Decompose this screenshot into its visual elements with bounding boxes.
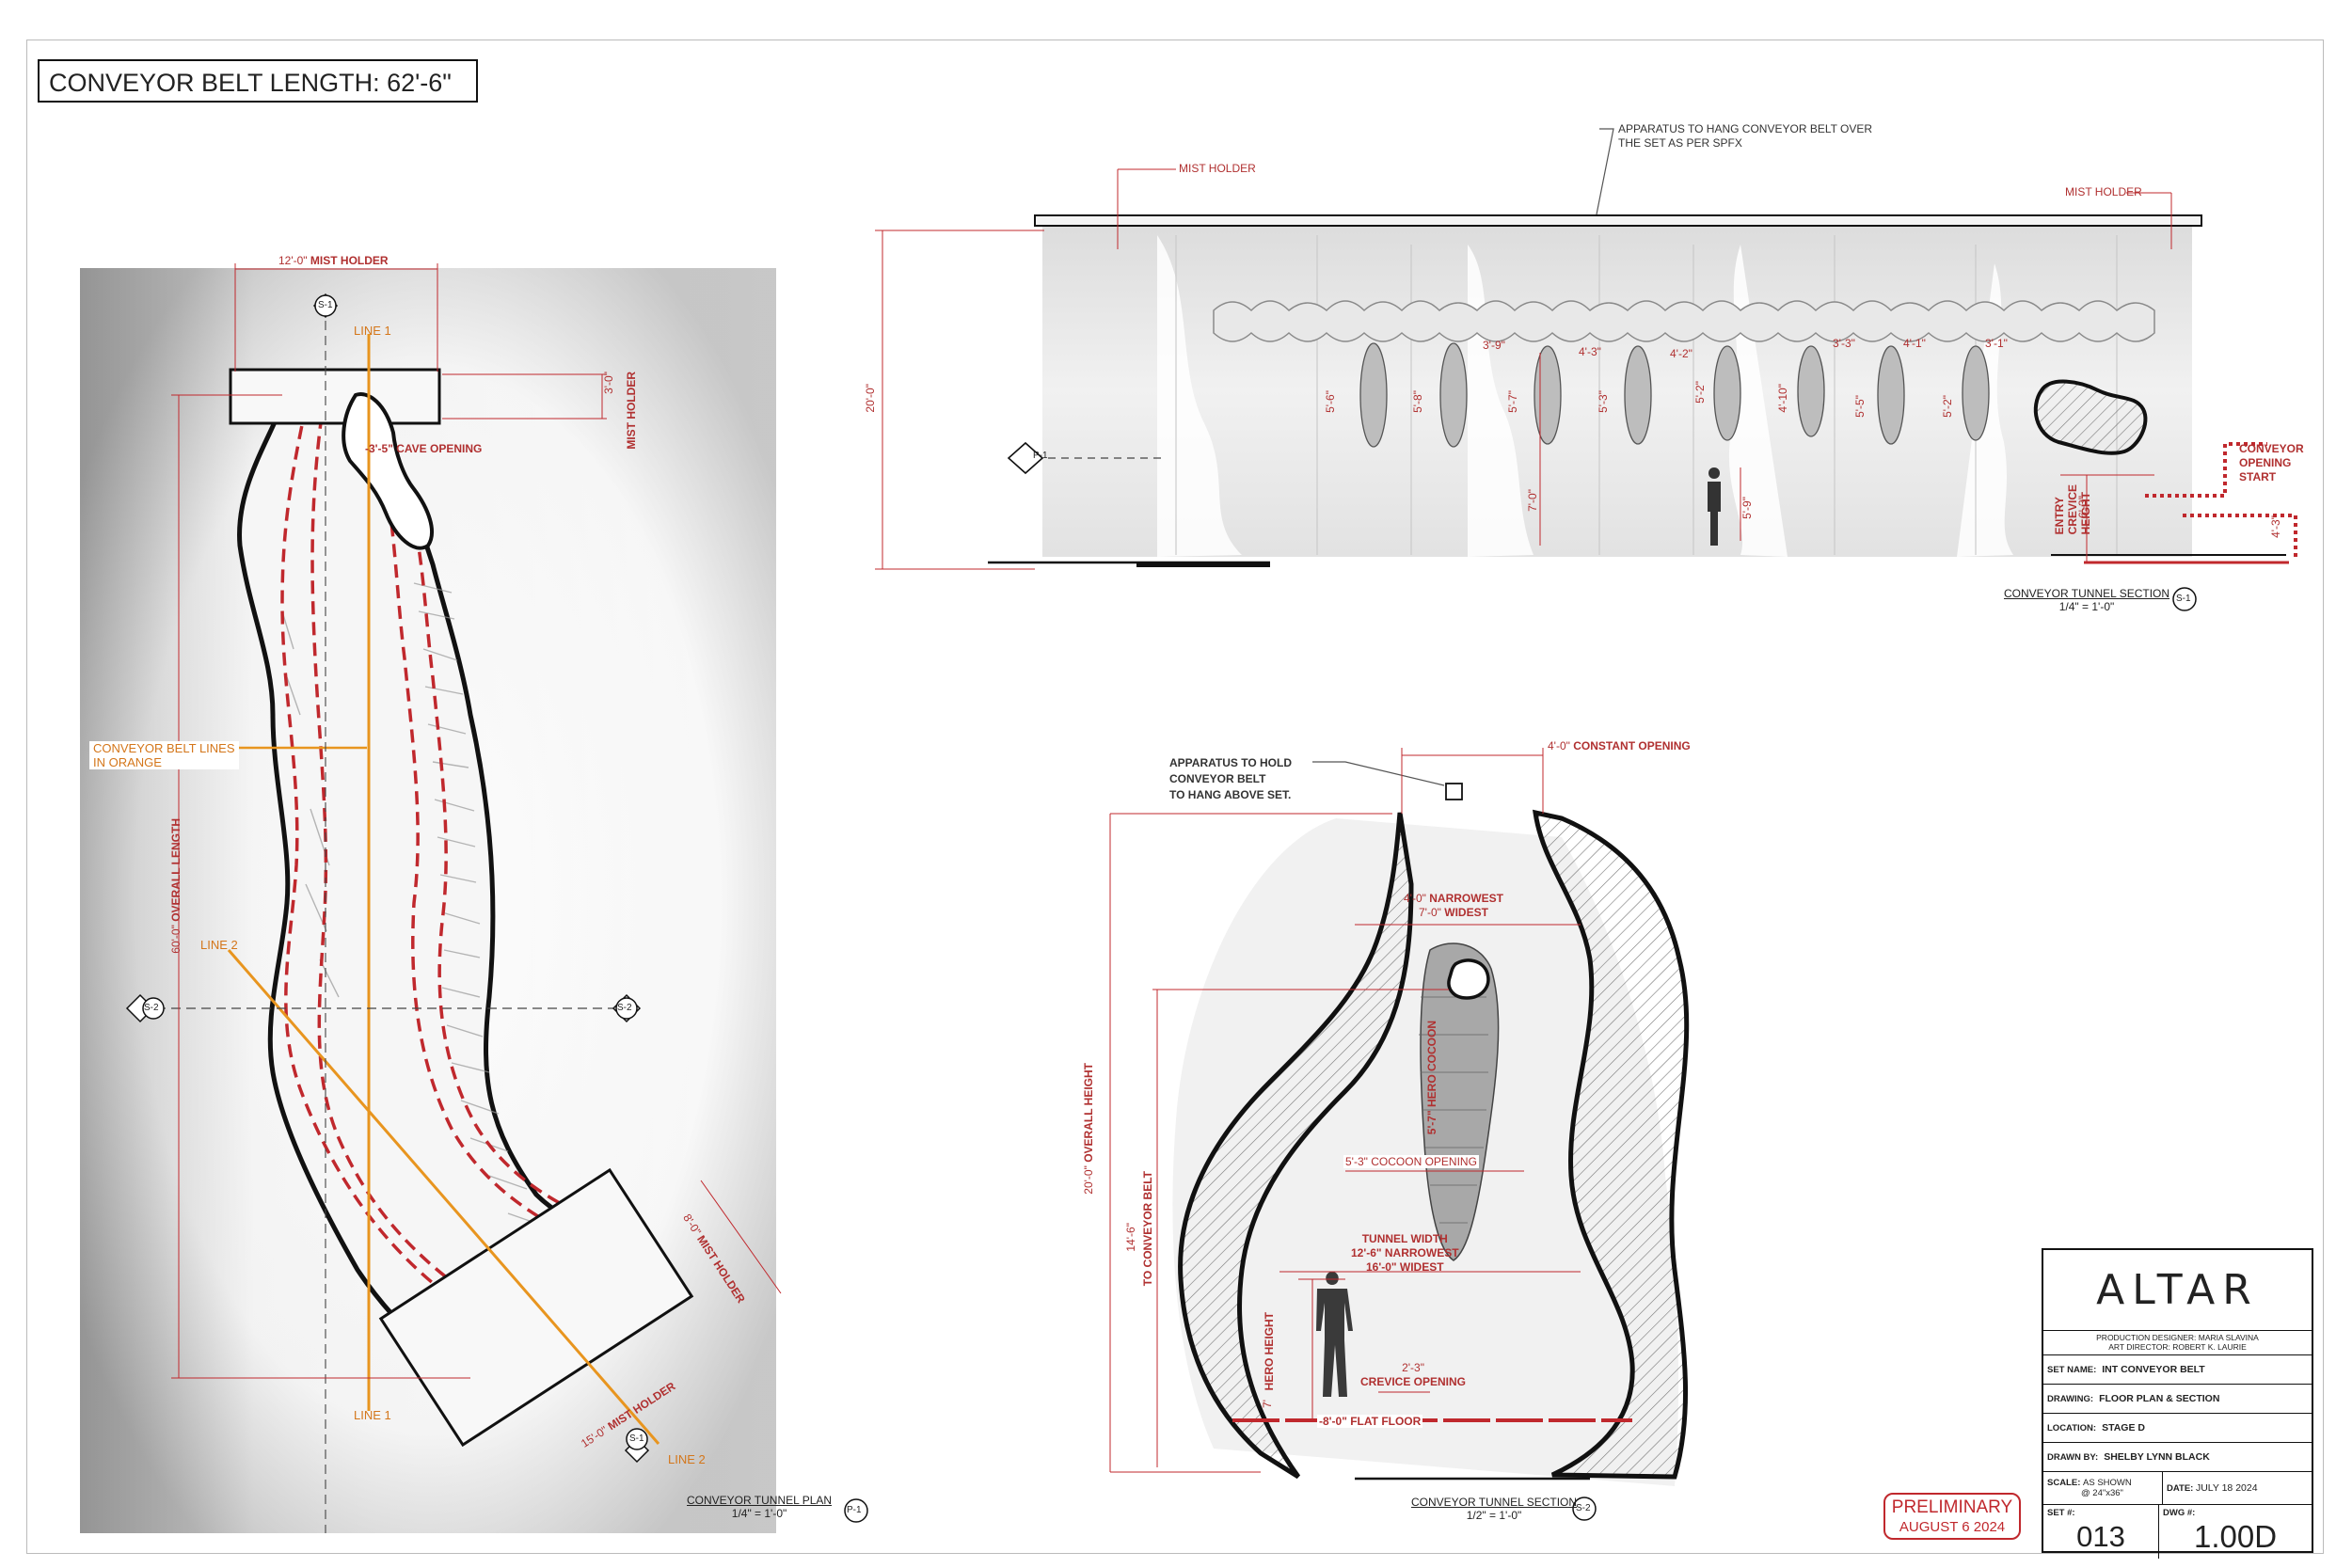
s2-flat-floor: -8'-0" FLAT FLOOR <box>1317 1415 1423 1428</box>
section-s2-cocoon-opening <box>1447 958 1490 1000</box>
plan-mist-holder-right-dim: 3'-0" <box>602 372 615 394</box>
s2-title: CONVEYOR TUNNEL SECTION 1/2" = 1'-0" <box>1411 1496 1578 1522</box>
section-s1-cocoons <box>1359 342 1990 448</box>
set-name-row: SET NAME:INT CONVEYOR BELT <box>2043 1354 2312 1384</box>
altar-logo: ALTAR <box>2096 1266 2259 1314</box>
plan-s1-tag-bottom: S-1 <box>629 1433 644 1444</box>
plan-line2 <box>227 949 660 1445</box>
s1-title: CONVEYOR TUNNEL SECTION 1/4" = 1'-0" <box>2004 587 2170 613</box>
s1-mist-right: MIST HOLDER <box>2065 185 2142 198</box>
section-s1-person <box>1708 467 1721 546</box>
s1-p1-tag: P-1 <box>1033 451 1048 461</box>
section-s1-view <box>875 128 2297 611</box>
s1-spacing-5: 4'-1" <box>1903 337 1926 350</box>
s1-cocoon-h-8: 5'-2" <box>1941 395 1954 418</box>
plan-view <box>80 263 868 1533</box>
s1-mist-left: MIST HOLDER <box>1179 162 1256 175</box>
s1-cocoon-h-2: 5'-8" <box>1411 390 1424 413</box>
section-s2-view <box>1109 748 1690 1521</box>
plan-line2-top-label: LINE 2 <box>200 938 238 952</box>
s1-spacing-4: 3'-3" <box>1833 337 1855 350</box>
location-row: LOCATION:STAGE D <box>2043 1413 2312 1442</box>
s1-spacing-2: 4'-3" <box>1579 345 1601 358</box>
s1-cocoon-h-3: 5'-7" <box>1506 390 1519 413</box>
s2-hero-cocoon: 5'-7" HERO COCOON <box>1425 1021 1438 1135</box>
plan-s2-tag-left: S-2 <box>144 1003 159 1013</box>
s2-tag: S-2 <box>1576 1503 1591 1513</box>
plan-line1-bottom-label: LINE 1 <box>354 1408 391 1422</box>
plan-tag: P-1 <box>847 1505 862 1515</box>
s1-cocoon-h-1: 5'-6" <box>1324 390 1337 413</box>
s1-spacing-6: 3'-1" <box>1985 337 2008 350</box>
section-s1-entry-crevice <box>2033 379 2148 455</box>
section-s2-left-wall <box>1178 812 1414 1480</box>
drawn-by-row: DRAWN BY:SHELBY LYNN BLACK <box>2043 1442 2312 1471</box>
plan-s1-tag-top: S-1 <box>318 300 333 310</box>
s2-constant-opening: 4'-0" CONSTANT OPENING <box>1548 739 1691 752</box>
s1-cocoon-h-4: 5'-3" <box>1597 390 1610 413</box>
s1-spacing-1: 3'-9" <box>1483 339 1505 352</box>
s1-apparatus-note: APPARATUS TO HANG CONVEYOR BELT OVER THE… <box>1618 122 1873 150</box>
plan-section-markers <box>125 293 868 1523</box>
preliminary-stamp: PRELIMINARY AUGUST 6 2024 <box>1883 1493 2021 1540</box>
drawing-row: DRAWING:FLOOR PLAN & SECTION <box>2043 1384 2312 1413</box>
s2-to-conveyor-dim: 14'-6" <box>1124 1223 1137 1252</box>
s1-figure-height: 7'-0" <box>1526 489 1539 512</box>
plan-mist-holder-right-label: MIST HOLDER <box>625 372 638 450</box>
plan-line2-bottom-label: LINE 2 <box>668 1452 706 1466</box>
credits: PRODUCTION DESIGNER: MARIA SLAVINA ART D… <box>2043 1330 2312 1354</box>
s2-left-dim: 7' <box>1261 1400 1274 1408</box>
s1-cocoon-h-7: 5'-5" <box>1853 395 1867 418</box>
section-s2-right-wall <box>1533 809 1690 1480</box>
drawing-number: 1.00D <box>2193 1519 2278 1554</box>
plan-mist-holder-top-label: 12'-0" MIST HOLDER <box>278 254 389 267</box>
s1-entry-label: ENTRY CREVICE HEIGHT <box>2053 484 2092 535</box>
section-s2-apparatus-box <box>1445 783 1463 800</box>
section-s1-rail <box>1034 214 2202 227</box>
sheet-border <box>26 40 2324 1554</box>
s2-crevice-opening: 2'-3" CREVICE OPENING <box>1360 1361 1467 1388</box>
plan-overall-length-label: 60'-0" OVERALL LENGTH <box>169 818 183 954</box>
set-number: 013 <box>2076 1520 2125 1553</box>
plan-cave-opening-label: -3'-5" CAVE OPENING <box>365 442 483 455</box>
s1-cocoon-h-6: 4'-10" <box>1776 384 1789 413</box>
s2-cocoon-opening: 5'-3" COCOON OPENING <box>1343 1155 1479 1168</box>
plan-conveyor-lines-note: CONVEYOR BELT LINES IN ORANGE <box>89 741 239 769</box>
s2-overall-height: 20'-0" OVERALL HEIGHT <box>1082 1063 1095 1195</box>
s2-tunnel-width: TUNNEL WIDTH 12'-6" NARROWEST 16'-0" WID… <box>1351 1232 1459 1274</box>
s2-narrowest-widest: 4'-0" NARROWEST 7'-0" WIDEST <box>1404 892 1503 919</box>
section-s1-conveyor <box>1213 300 2155 342</box>
conveyor-length-header: CONVEYOR BELT LENGTH: 62'-6" <box>38 59 478 103</box>
plan-mist-holder-bottom <box>378 1167 694 1448</box>
plan-cave-opening-blob <box>342 392 434 550</box>
s2-hero-height: HERO HEIGHT <box>1263 1312 1276 1391</box>
s2-to-conveyor-word: TO CONVEYOR BELT <box>1141 1171 1154 1287</box>
plan-line1-top-label: LINE 1 <box>354 324 391 338</box>
plan-mist-holder-top <box>229 368 441 425</box>
section-s2-hero-cocoon <box>1420 942 1500 1261</box>
plan-texture <box>281 582 547 1227</box>
s1-right-dim: 4'-3" <box>2269 515 2282 538</box>
s1-tag: S-1 <box>2176 594 2191 604</box>
s2-apparatus-note: APPARATUS TO HOLD CONVEYOR BELT TO HANG … <box>1169 756 1293 801</box>
s1-conveyor-start: CONVEYOR OPENING START <box>2239 442 2304 483</box>
s1-height: 20'-0" <box>864 384 877 413</box>
plan-s2-tag-right: S-2 <box>617 1003 632 1013</box>
plan-title: CONVEYOR TUNNEL PLAN 1/4" = 1'-0" <box>687 1494 833 1520</box>
section-s2-person <box>1316 1272 1353 1397</box>
s1-spacing-3: 4'-2" <box>1670 347 1692 360</box>
numbers-row: SET #: 013 DWG #: 1.00D <box>2043 1504 2312 1559</box>
title-block: ALTAR PRODUCTION DESIGNER: MARIA SLAVINA… <box>2042 1248 2313 1559</box>
s1-cocoon-h-5: 5'-2" <box>1693 381 1707 404</box>
s1-person-dim: 5'-9" <box>1740 497 1754 519</box>
scale-date-row: SCALE: AS SHOWN @ 24"x36" DATE: JULY 18 … <box>2043 1471 2312 1504</box>
